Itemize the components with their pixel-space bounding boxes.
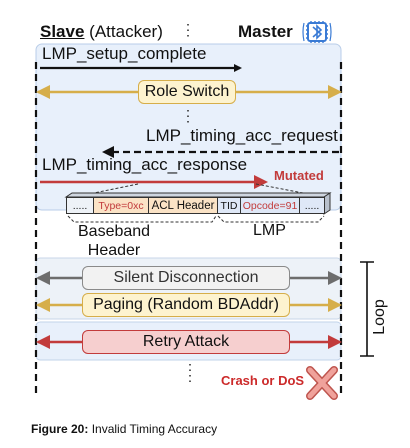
crash-x-mark xyxy=(306,366,338,400)
crash-label: Crash or DoS xyxy=(221,373,305,388)
paging-box: Paging (Random BDAddr) xyxy=(82,293,290,317)
lmp-label: LMP xyxy=(253,222,286,239)
attacker-label: (Attacker) xyxy=(89,22,163,41)
caption-label: Figure 20: xyxy=(31,422,89,436)
figure-caption: Figure 20: Invalid Timing Accuracy xyxy=(31,422,217,436)
packet-opcode: Opcode=91 xyxy=(240,197,300,214)
slave-label: Slave xyxy=(40,22,85,41)
loop-label: Loop xyxy=(371,299,388,335)
slave-header: Slave (Attacker) xyxy=(40,22,163,42)
paging-label: Paging (Random BDAddr) xyxy=(93,296,279,313)
master-device-icon xyxy=(302,17,332,47)
baseband-line-2: Header xyxy=(87,242,141,259)
packet-type-field: Type=0xc xyxy=(93,197,149,214)
baseband-header-label: Baseband Header xyxy=(78,222,150,260)
packet-acl-header: ACL Header xyxy=(148,197,218,214)
loop-bracket xyxy=(360,261,374,357)
master-header: Master xyxy=(238,22,293,41)
role-switch-label: Role Switch xyxy=(144,83,230,100)
packet-dots-2: ..... xyxy=(299,197,325,214)
retry-attack-label: Retry Attack xyxy=(142,333,230,350)
msg-timing-acc-response: LMP_timing_acc_response xyxy=(42,155,248,174)
retry-attack-box: Retry Attack xyxy=(82,330,290,354)
bluetooth-chip-icon xyxy=(302,21,332,43)
role-switch-box: Role Switch xyxy=(138,80,236,104)
caption-text: Invalid Timing Accuracy xyxy=(91,422,218,436)
silent-disconnection-label: Silent Disconnection xyxy=(113,269,259,286)
msg-timing-acc-request: LMP_timing_acc_request xyxy=(146,126,338,145)
mutated-label: Mutated xyxy=(274,168,324,183)
packet-tid: TID xyxy=(217,197,241,214)
baseband-line-1: Baseband xyxy=(78,223,151,240)
silent-disconnection-box: Silent Disconnection xyxy=(82,266,290,290)
packet-dots-1: ..... xyxy=(66,197,94,214)
msg-setup-complete: LMP_setup_complete xyxy=(42,44,207,63)
